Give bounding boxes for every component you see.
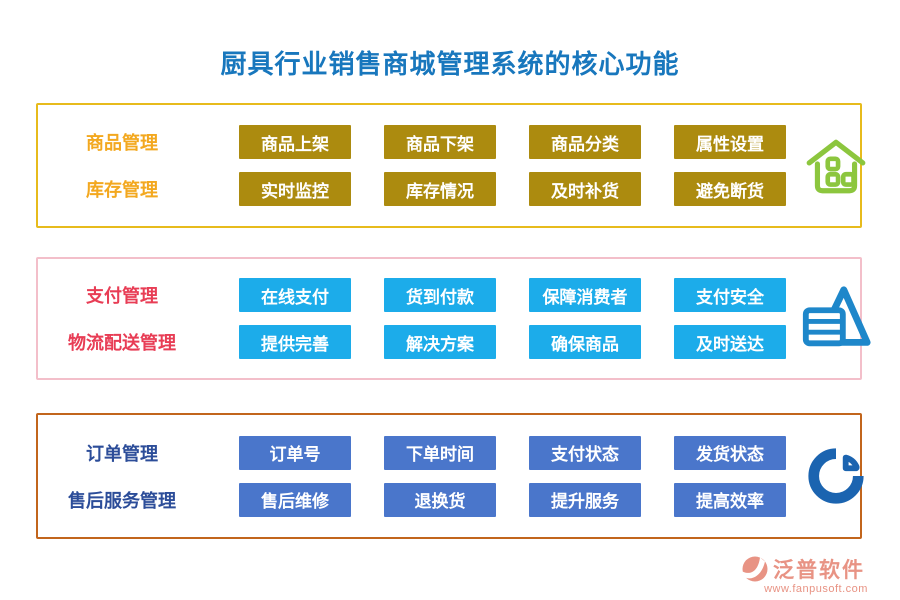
feature-button[interactable]: 提升服务 <box>529 482 641 517</box>
house-icon <box>806 139 866 193</box>
feature-button[interactable]: 商品上架 <box>239 125 351 159</box>
row-product-management: 商品管理 商品上架 商品下架 商品分类 属性设置 <box>38 125 786 159</box>
feature-button[interactable]: 保障消费者 <box>529 278 641 312</box>
feature-button[interactable]: 避免断货 <box>674 172 786 206</box>
brand-logo[interactable]: 泛普软件 www.fanpusoft.com <box>740 554 892 595</box>
row-label: 物流配送管理 <box>68 333 176 353</box>
feature-button[interactable]: 提高效率 <box>674 482 786 517</box>
row-label: 订单管理 <box>86 443 158 464</box>
row-label: 商品管理 <box>86 133 158 153</box>
page-title: 厨具行业销售商城管理系统的核心功能 <box>220 49 680 79</box>
feature-button[interactable]: 商品分类 <box>529 125 641 159</box>
section-icon-area <box>786 105 886 226</box>
section-rows: 商品管理 商品上架 商品下架 商品分类 属性设置 库存管理 实时监控 库存情况 … <box>38 105 786 226</box>
row-order-management: 订单管理 订单号 下单时间 支付状态 发货状态 <box>38 435 786 470</box>
pyramid-list-icon <box>802 285 871 346</box>
brand-url[interactable]: www.fanpusoft.com <box>764 583 868 595</box>
row-payment-management: 支付管理 在线支付 货到付款 保障消费者 支付安全 <box>38 278 786 312</box>
row-label: 售后服务管理 <box>68 490 176 511</box>
row-inventory-management: 库存管理 实时监控 库存情况 及时补货 避免断货 <box>38 172 786 206</box>
section-rows: 订单管理 订单号 下单时间 支付状态 发货状态 售后服务管理 售后维修 退换货 … <box>38 415 786 537</box>
feature-button[interactable]: 及时补货 <box>529 172 641 206</box>
row-label: 支付管理 <box>86 286 158 306</box>
feature-button[interactable]: 支付安全 <box>674 278 786 312</box>
section-icon-area <box>786 415 886 537</box>
feature-button[interactable]: 确保商品 <box>529 325 641 359</box>
feature-button[interactable]: 订单号 <box>239 435 351 470</box>
section-product-inventory: 商品管理 商品上架 商品下架 商品分类 属性设置 库存管理 实时监控 库存情况 … <box>36 103 866 228</box>
brand-name: 泛普软件 <box>773 559 865 582</box>
feature-button[interactable]: 库存情况 <box>384 172 496 206</box>
feature-button[interactable]: 退换货 <box>384 482 496 517</box>
feature-button[interactable]: 发货状态 <box>674 435 786 470</box>
feature-button[interactable]: 售后维修 <box>239 482 351 517</box>
feature-button[interactable]: 及时送达 <box>674 325 786 359</box>
pie-chart-icon <box>808 448 864 504</box>
row-aftersales-management: 售后服务管理 售后维修 退换货 提升服务 提高效率 <box>38 482 786 517</box>
feature-button[interactable]: 货到付款 <box>384 278 496 312</box>
row-label: 库存管理 <box>86 180 158 200</box>
feature-button[interactable]: 提供完善 <box>239 325 351 359</box>
feature-button[interactable]: 商品下架 <box>384 125 496 159</box>
feature-button[interactable]: 实时监控 <box>239 172 351 206</box>
feature-button[interactable]: 属性设置 <box>674 125 786 159</box>
brand-logo-icon <box>742 556 768 582</box>
feature-button[interactable]: 支付状态 <box>529 435 641 470</box>
section-payment-logistics: 支付管理 在线支付 货到付款 保障消费者 支付安全 物流配送管理 提供完善 解决… <box>36 257 871 380</box>
section-icon-area <box>786 259 886 378</box>
section-orders-aftersales: 订单管理 订单号 下单时间 支付状态 发货状态 售后服务管理 售后维修 退换货 … <box>36 413 864 539</box>
section-rows: 支付管理 在线支付 货到付款 保障消费者 支付安全 物流配送管理 提供完善 解决… <box>38 259 786 378</box>
feature-button[interactable]: 下单时间 <box>384 435 496 470</box>
feature-button[interactable]: 在线支付 <box>239 278 351 312</box>
row-logistics-management: 物流配送管理 提供完善 解决方案 确保商品 及时送达 <box>38 325 786 359</box>
feature-button[interactable]: 解决方案 <box>384 325 496 359</box>
